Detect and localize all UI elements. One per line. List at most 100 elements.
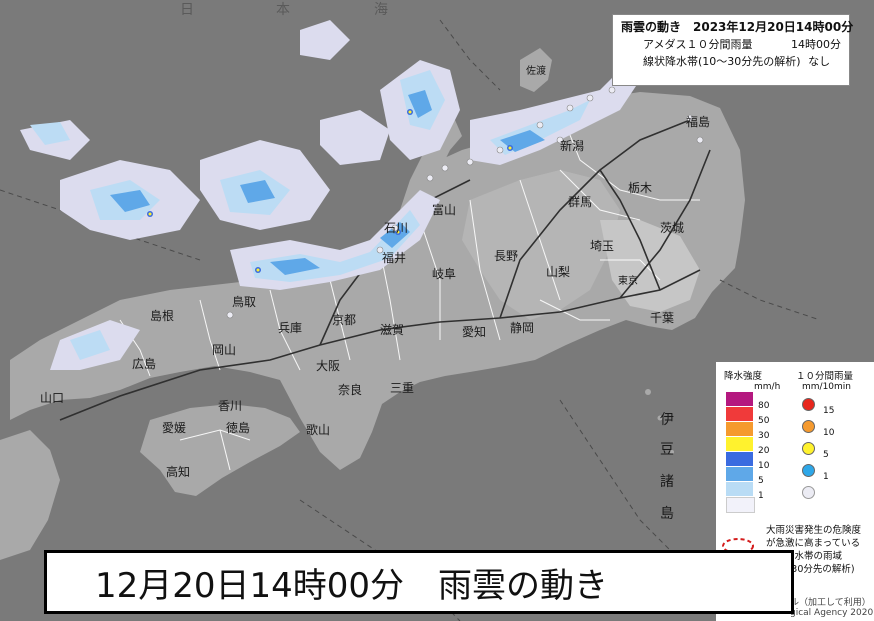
amount-unit: mm/10min (802, 382, 851, 392)
map-credit: ル（加工して利用） gical Agency 2020 (790, 595, 873, 618)
amount-dot (802, 420, 815, 433)
label-okayama: 岡山 (212, 343, 236, 357)
label-tochigi: 栃木 (628, 181, 652, 195)
amedas-row: アメダス１０分間雨量 14時00分 (621, 36, 841, 53)
amount-tick-label: 15 (823, 406, 835, 416)
label-nagano: 長野 (494, 249, 518, 263)
credit-line2: gical Agency 2020 (790, 608, 874, 618)
label-niigata: 新潟 (560, 138, 584, 153)
amount-title: １０分間雨量 (796, 371, 854, 382)
label-kyoto: 京都 (332, 313, 356, 327)
label-shizuoka: 静岡 (510, 321, 534, 335)
label-hiroshima: 広島 (132, 356, 156, 371)
noto-peninsula (400, 120, 462, 212)
sado-island (520, 48, 552, 92)
caption-banner: 12月20日14時00分 雨雲の動き (44, 550, 794, 614)
label-sado: 佐渡 (526, 64, 546, 77)
label-mie: 三重 (390, 381, 414, 395)
label-ehime: 愛媛 (162, 421, 186, 435)
label-aichi: 愛知 (462, 325, 486, 339)
label-chiba: 千葉 (650, 311, 674, 325)
amount-dot (802, 464, 815, 477)
intensity-tick-label: 10 (758, 461, 770, 471)
amedas-stations (226, 86, 704, 319)
izu-island-2 (657, 415, 663, 421)
label-gunma: 群馬 (568, 195, 592, 209)
intensity-swatch (726, 437, 753, 451)
info-panel: 雨雲の動き 2023年12月20日14時00分 アメダス１０分間雨量 14時00… (612, 14, 853, 86)
izu-island-1 (645, 389, 651, 395)
info-title-row: 雨雲の動き 2023年12月20日14時00分 (621, 19, 853, 36)
intensity-swatch (726, 467, 753, 481)
hazard-line1: 大雨災害発生の危険度 (766, 525, 862, 536)
intensity-title: 降水強度 (724, 371, 763, 382)
linear-rainband-label: 線状降水帯(10～30分先の解析) (643, 55, 801, 68)
label-fukui: 福井 (382, 250, 406, 265)
intensity-tick-label: 5 (758, 476, 764, 486)
label-yamaguchi: 山口 (40, 391, 64, 405)
amount-dot (802, 398, 815, 411)
amedas-label: アメダス１０分間雨量 (643, 38, 753, 51)
label-toyama: 富山 (432, 202, 456, 217)
intensity-swatch (726, 392, 753, 406)
label-tokushima: 徳島 (226, 420, 250, 435)
map-labels: 福島 栃木 群馬 新潟 茨城 埼玉 千葉 長野 山梨 静岡 愛知 岐阜 富山 石… (40, 2, 710, 522)
intensity-swatch (726, 482, 753, 496)
label-osaka: 大阪 (316, 359, 340, 373)
rain-echo-layer (20, 20, 640, 370)
mountain-shading (462, 170, 620, 320)
label-shimane: 島根 (150, 308, 174, 323)
label-gifu: 岐阜 (432, 267, 456, 281)
label-ishikawa: 石川 (384, 221, 408, 235)
label-ibaraki: 茨城 (660, 221, 684, 235)
label-nihon: 日 (180, 2, 194, 18)
kyushu-edge (0, 430, 60, 560)
label-saitama: 埼玉 (590, 239, 614, 253)
railway-lines (59, 119, 711, 421)
hazard-line4: (10～30分先の解析) (766, 564, 855, 575)
credit-line1: ル（加工して利用） (790, 598, 871, 608)
label-tottori: 鳥取 (232, 294, 256, 309)
label-zu: 豆 (660, 442, 674, 458)
amount-dot (802, 442, 815, 455)
label-hon: 本 (276, 2, 290, 18)
hazard-line2: が急激に高まっている (766, 538, 861, 549)
label-sho: 諸 (660, 474, 674, 490)
info-title: 雨雲の動き 2023年12月20日14時00分 (621, 20, 854, 34)
amount-tick-label: 10 (823, 428, 835, 438)
amount-tick-label: 1 (823, 472, 829, 482)
intensity-tick-label: 30 (758, 431, 770, 441)
amount-dot (802, 486, 815, 499)
shikoku-landmass (140, 404, 300, 496)
intensity-unit: mm/h (754, 382, 781, 392)
label-shiga: 滋賀 (380, 323, 404, 337)
label-hyogo: 兵庫 (278, 321, 302, 335)
izu-island-3 (670, 450, 674, 454)
label-shima: 島 (660, 506, 674, 522)
intensity-tick-label: 50 (758, 416, 770, 426)
label-izu: 伊 (660, 412, 674, 428)
amount-tick-label: 5 (823, 450, 829, 460)
amedas-time: 14時00分 (791, 38, 841, 51)
label-kai: 海 (374, 2, 388, 18)
label-yamanashi: 山梨 (546, 265, 570, 279)
intensity-swatch (726, 452, 753, 466)
label-kagawa: 香川 (218, 399, 242, 413)
awaji-island (296, 388, 312, 412)
label-tokyo: 東京 (618, 274, 638, 287)
label-nara: 奈良 (338, 382, 362, 397)
caption-text: 12月20日14時00分 雨雲の動き (95, 565, 609, 606)
intensity-tick-label: 1 (758, 491, 764, 501)
label-wakayama: 歌山 (306, 422, 330, 437)
intensity-swatch (726, 497, 755, 513)
linear-rainband-value: なし (808, 55, 831, 68)
label-kochi: 高知 (166, 464, 190, 479)
label-fukushima: 福島 (686, 114, 710, 129)
intensity-swatch (726, 407, 753, 421)
intensity-swatch (726, 422, 753, 436)
prefecture-borders (119, 109, 700, 471)
intensity-tick-label: 20 (758, 446, 770, 456)
